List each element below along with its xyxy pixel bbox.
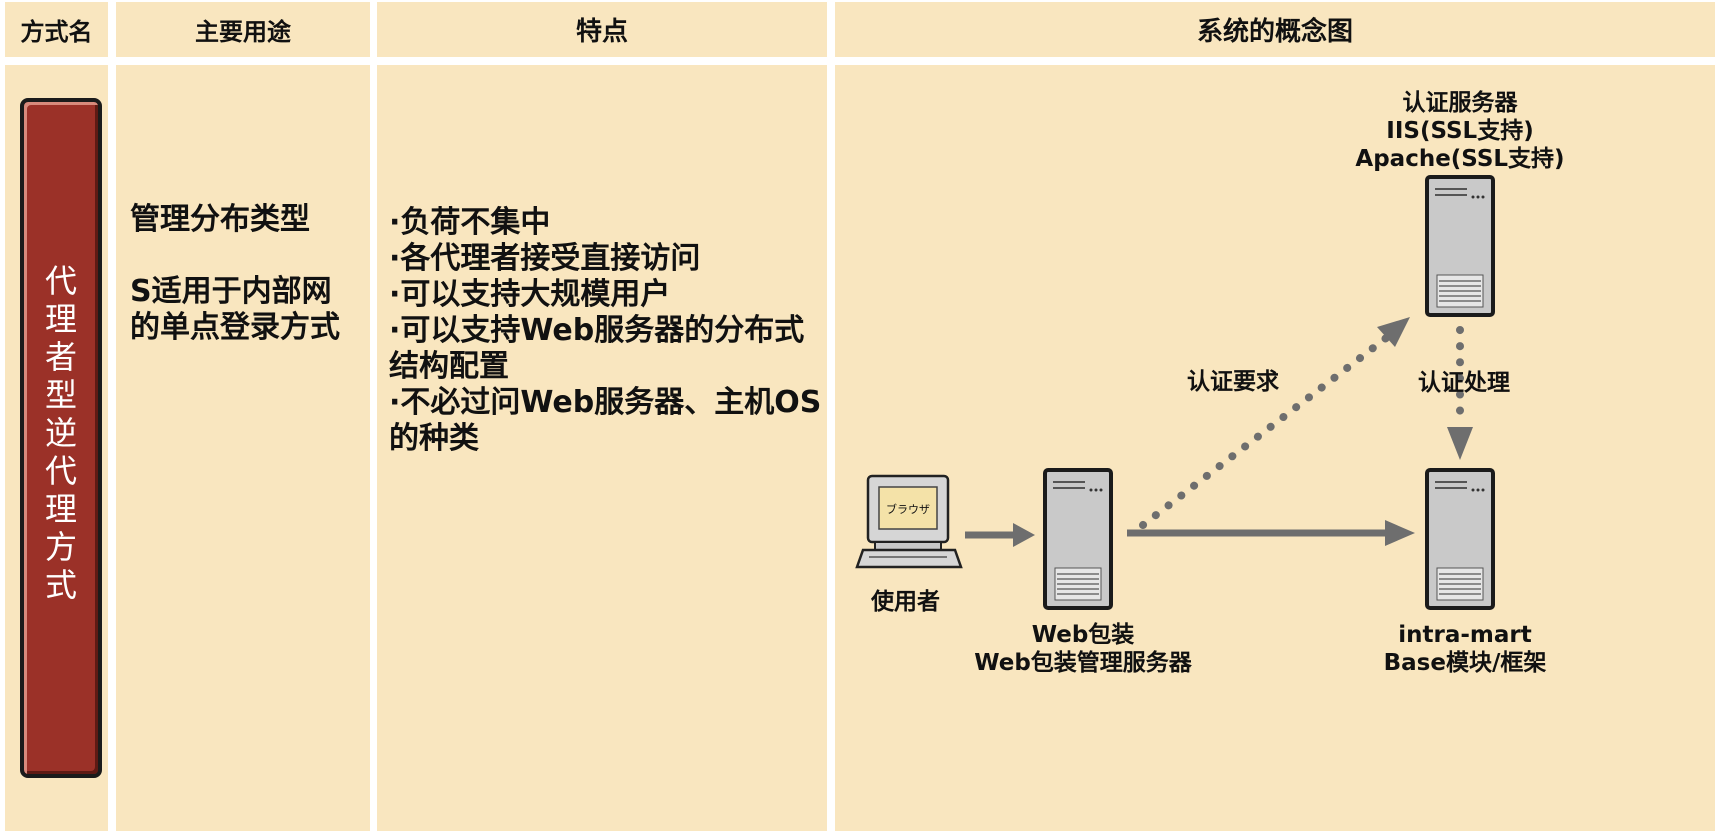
intramart-label: intra-mart Base模块/框架 xyxy=(1383,622,1547,676)
auth-server-label: 认证服务器 IIS(SSL支持) Apache(SSL支持) xyxy=(1355,90,1565,172)
arrow-auth-process-dotted xyxy=(1447,326,1473,460)
user-computer-icon xyxy=(855,474,963,569)
auth-process-label: 认证处理 xyxy=(1418,370,1510,396)
method-label-bar: 代 理 者 型 逆 代 理 方 式 xyxy=(20,98,102,778)
header-method: 方式名 xyxy=(5,2,108,57)
user-label: 使用者 xyxy=(871,589,940,615)
header-purpose: 主要用途 xyxy=(116,2,370,57)
features-list: ·负荷不集中 ·各代理者接受直接访问 ·可以支持大规模用户 ·可以支持Web服务… xyxy=(389,205,822,456)
arrow-web-to-intramart xyxy=(1127,520,1415,546)
browser-label: ブラウザ xyxy=(886,502,930,516)
web-server-label: Web包装 Web包装管理服务器 xyxy=(974,622,1192,676)
auth-request-label: 认证要求 xyxy=(1187,369,1279,395)
header-features-label: 特点 xyxy=(575,17,628,47)
header-concept: 系统的概念图 xyxy=(835,2,1715,57)
intramart-server-icon xyxy=(1425,468,1495,610)
header-concept-label: 系统的概念图 xyxy=(1196,17,1353,47)
features-cell: ·负荷不集中 ·各代理者接受直接访问 ·可以支持大规模用户 ·可以支持Web服务… xyxy=(377,65,827,831)
arrow-user-to-web xyxy=(965,523,1035,547)
header-purpose-label: 主要用途 xyxy=(195,18,291,46)
purpose-cell: 管理分布类型 S适用于内部网 的单点登录方式 xyxy=(116,65,370,831)
method-name: 代 理 者 型 逆 代 理 方 式 xyxy=(44,262,77,604)
arrow-auth-request-dotted xyxy=(1139,317,1410,529)
auth-server-icon xyxy=(1425,175,1495,317)
concept-cell: ブラウザ xyxy=(835,65,1715,831)
header-method-label: 方式名 xyxy=(20,18,93,46)
header-features: 特点 xyxy=(377,2,827,57)
method-cell: 代 理 者 型 逆 代 理 方 式 xyxy=(5,65,108,831)
web-server-icon xyxy=(1043,468,1113,610)
concept-diagram: ブラウザ xyxy=(855,175,1495,610)
purpose-text: 管理分布类型 S适用于内部网 的单点登录方式 xyxy=(130,202,340,345)
